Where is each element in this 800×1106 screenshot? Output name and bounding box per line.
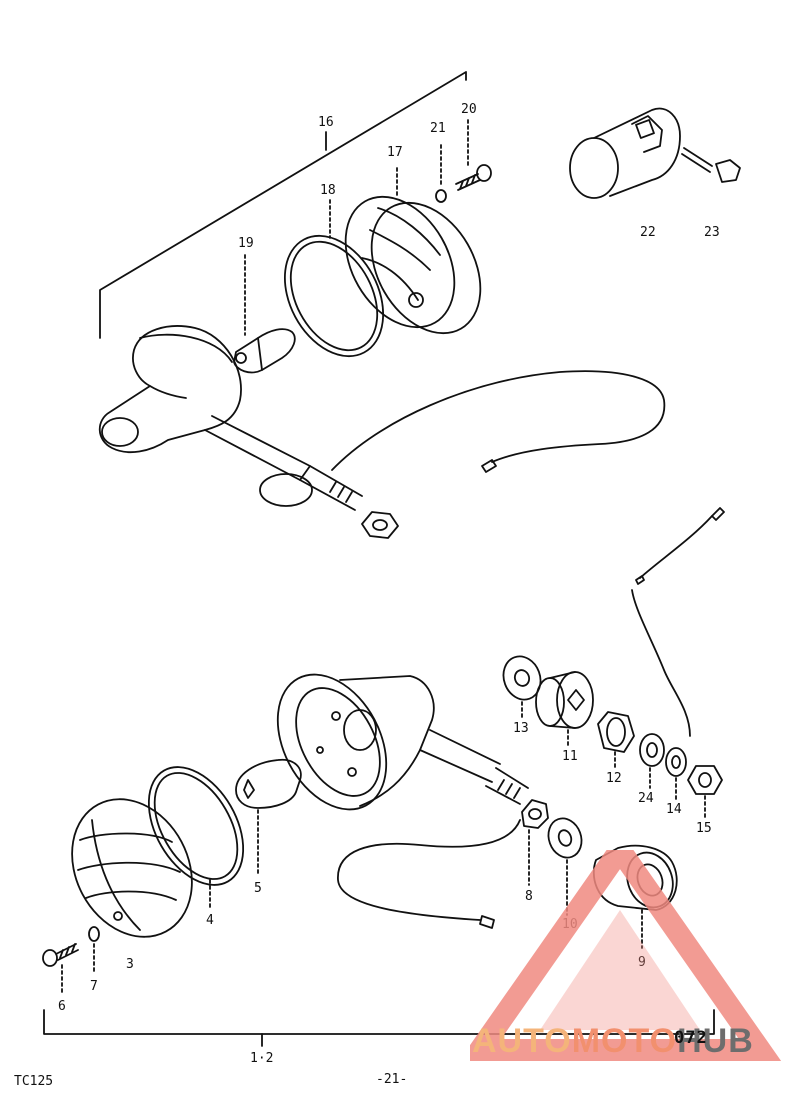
bulb-19 <box>233 328 296 374</box>
bushing-12 <box>597 711 635 753</box>
lower-wire-connector <box>479 915 495 929</box>
label-7: 7 <box>90 979 98 994</box>
lens-17 <box>344 195 482 335</box>
watermark-auto: AUTO <box>472 1022 572 1060</box>
label-14: 14 <box>666 802 682 817</box>
label-3: 3 <box>126 957 134 972</box>
cover-9 <box>592 844 678 911</box>
footer-model: TC125 <box>14 1074 54 1089</box>
upper-signal-wire <box>331 370 666 471</box>
washer-24 <box>639 733 665 767</box>
label-5: 5 <box>254 881 262 896</box>
relay-22 <box>569 107 681 199</box>
footer-page-number: -21- <box>376 1072 408 1087</box>
watermark-text: AUTOMOTOHUB <box>472 1022 754 1061</box>
screw-6 <box>42 943 79 967</box>
right-signal-wire <box>631 515 713 737</box>
label-16: 16 <box>318 115 334 130</box>
nut-15 <box>687 765 723 795</box>
watermark-hub: HUB <box>677 1022 754 1060</box>
label-15: 15 <box>696 821 712 836</box>
bracket-16-line <box>99 71 467 339</box>
label-12: 12 <box>606 771 622 786</box>
label-20: 20 <box>461 102 477 117</box>
nut-8 <box>521 799 549 829</box>
part-labels: 16 20 21 17 18 19 22 23 13 11 12 24 14 1… <box>58 102 720 1066</box>
washer-7 <box>88 926 100 942</box>
right-wire-connector <box>711 507 725 521</box>
label-18: 18 <box>320 183 336 198</box>
bulb-5 <box>235 758 302 809</box>
label-8: 8 <box>525 889 533 904</box>
label-17: 17 <box>387 145 403 160</box>
lower-signal-wire <box>337 819 521 921</box>
gasket-4 <box>147 766 245 886</box>
label-9: 9 <box>638 955 646 970</box>
label-11: 11 <box>562 749 578 764</box>
label-22: 22 <box>640 225 656 240</box>
label-19: 19 <box>238 236 254 251</box>
lens-3 <box>71 798 193 938</box>
label-13: 13 <box>513 721 529 736</box>
label-24: 24 <box>638 791 654 806</box>
lower-signal-housing <box>276 673 529 811</box>
label-10: 10 <box>562 917 578 932</box>
upper-signal-base <box>98 325 399 539</box>
screw-20 <box>455 164 492 191</box>
washer-13 <box>502 655 542 701</box>
washer-10 <box>547 817 583 859</box>
label-6: 6 <box>58 999 66 1014</box>
label-23: 23 <box>704 225 720 240</box>
washer-21 <box>435 189 447 203</box>
bolt-23 <box>681 147 741 183</box>
grommet-11 <box>535 671 594 729</box>
label-1-2: 1·2 <box>250 1051 273 1066</box>
figure-code: 072 <box>674 1028 708 1048</box>
washer-14 <box>665 747 687 777</box>
label-21: 21 <box>430 121 446 136</box>
watermark-moto: MOTO <box>571 1022 678 1060</box>
gasket-18 <box>283 234 385 358</box>
upper-wire-connector <box>481 459 497 473</box>
label-4: 4 <box>206 913 214 928</box>
